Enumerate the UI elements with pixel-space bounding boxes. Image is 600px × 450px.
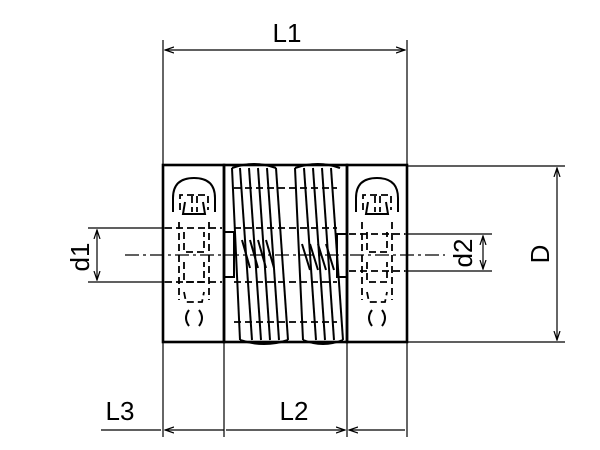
dimension-l2: L2 [226,343,408,437]
left-hub [161,163,226,344]
helical-body [222,163,349,345]
label-l1: L1 [273,18,302,48]
label-d1: d1 [65,243,95,272]
label-d: D [525,245,555,264]
dimension-d2: d2 [405,233,492,272]
dimension-l1: L1 [162,18,408,165]
dimension-d: D [407,165,565,343]
label-l3: L3 [106,396,135,426]
right-hub [345,163,409,344]
dimension-l3: L3 [101,343,225,437]
label-l2: L2 [280,396,309,426]
dimension-d1: d1 [65,227,165,283]
label-d2: d2 [448,239,478,268]
